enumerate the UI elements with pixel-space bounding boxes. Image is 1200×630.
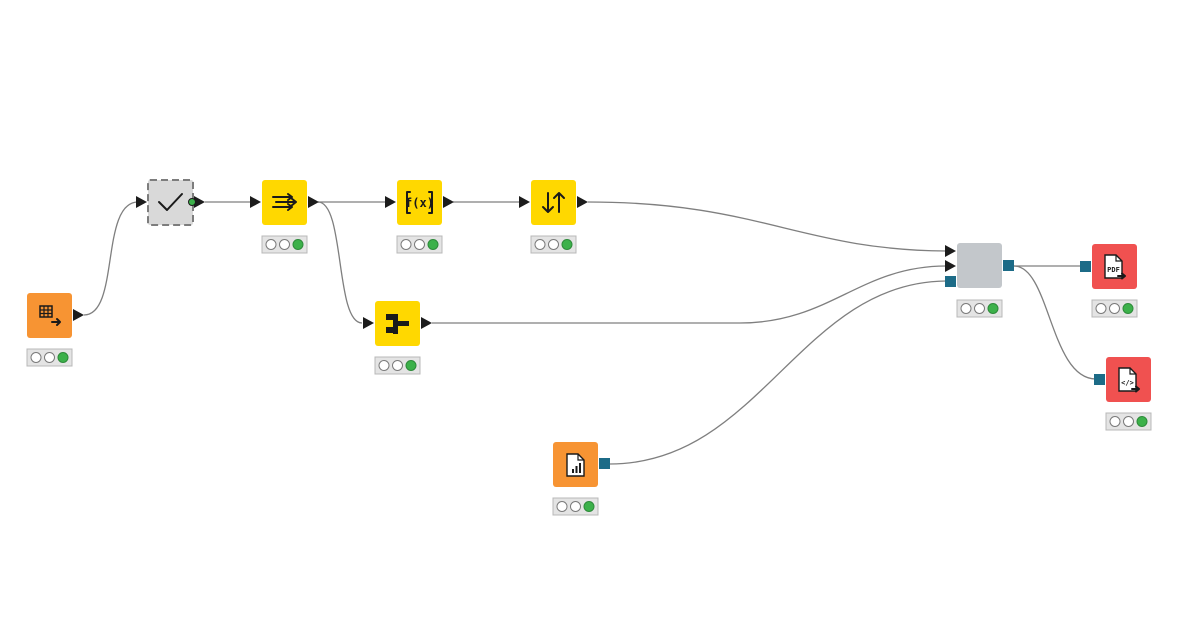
node-column-filter[interactable] (250, 180, 319, 254)
report-chart-icon (566, 453, 585, 477)
node-table-creator-out-port[interactable] (73, 309, 84, 321)
column-filter-icon (272, 193, 297, 211)
node-report-source-out-port[interactable] (599, 458, 610, 469)
node-html-writer-in-port[interactable] (1094, 374, 1105, 385)
split-branch-icon (386, 314, 409, 334)
node-html-writer[interactable]: </> (1094, 357, 1152, 431)
node-report-template-in-port-1[interactable] (945, 245, 956, 257)
node-pdf-writer-status (1091, 299, 1138, 318)
node-column-filter-in-port[interactable] (250, 196, 261, 208)
node-component[interactable] (136, 179, 205, 226)
pdf-file-icon: PDF (1104, 254, 1126, 280)
node-html-writer-status (1105, 412, 1152, 431)
connections (83, 201, 1097, 465)
node-column-filter-out-port[interactable] (308, 196, 319, 208)
node-math-formula-out-port[interactable] (443, 196, 454, 208)
node-sorter-in-port[interactable] (519, 196, 530, 208)
node-report-template-in-port-3[interactable] (945, 276, 956, 287)
node-report-template[interactable] (945, 243, 1014, 318)
node-math-formula[interactable]: f(x) (385, 180, 454, 254)
node-pdf-writer-in-port[interactable] (1080, 261, 1091, 272)
node-sorter[interactable] (519, 180, 588, 254)
node-math-formula-in-port[interactable] (385, 196, 396, 208)
edge-report-source-to-report-template[interactable] (609, 280, 947, 465)
function-fx-icon: f(x) (405, 191, 434, 214)
node-column-filter-status (261, 235, 308, 254)
sort-arrows-icon (542, 192, 565, 213)
node-report-source-status (552, 497, 599, 516)
node-sorter-status (530, 235, 577, 254)
component-flow-variable-dot (188, 198, 196, 206)
node-table-creator[interactable] (26, 293, 84, 367)
node-report-source[interactable] (552, 442, 610, 516)
node-component-out-port[interactable] (194, 196, 205, 208)
node-report-template-out-port[interactable] (1003, 260, 1014, 271)
node-report-template-in-port-2[interactable] (945, 260, 956, 272)
node-table-creator-body[interactable] (27, 293, 72, 338)
edge-sorter-to-report-template[interactable] (587, 201, 947, 252)
edge-column-filter-to-splitter[interactable] (317, 201, 363, 324)
node-table-creator-status (26, 348, 73, 367)
node-report-template-status (956, 299, 1003, 318)
node-sorter-out-port[interactable] (577, 196, 588, 208)
table-arrow-icon (39, 305, 61, 326)
node-component-body[interactable] (147, 179, 194, 226)
node-component-in-port[interactable] (136, 196, 147, 208)
node-splitter-in-port[interactable] (363, 317, 374, 329)
edge-report-template-to-html-writer[interactable] (1013, 265, 1097, 380)
edge-splitter-to-report-template[interactable] (432, 265, 947, 324)
node-splitter-out-port[interactable] (421, 317, 432, 329)
html-icon-label: </> (1121, 379, 1134, 387)
html-file-icon: </> (1118, 367, 1140, 393)
edge-table-creator-to-component[interactable] (83, 201, 139, 316)
node-splitter-status (374, 356, 421, 375)
checkmark-icon (158, 193, 183, 211)
node-math-formula-status (396, 235, 443, 254)
node-report-template-body[interactable] (957, 243, 1002, 288)
node-splitter[interactable] (363, 301, 432, 375)
node-pdf-writer[interactable]: PDF (1080, 244, 1138, 318)
math-formula-icon-label: f(x) (405, 196, 434, 210)
node-sorter-body[interactable] (531, 180, 576, 225)
pdf-icon-label: PDF (1107, 266, 1120, 274)
